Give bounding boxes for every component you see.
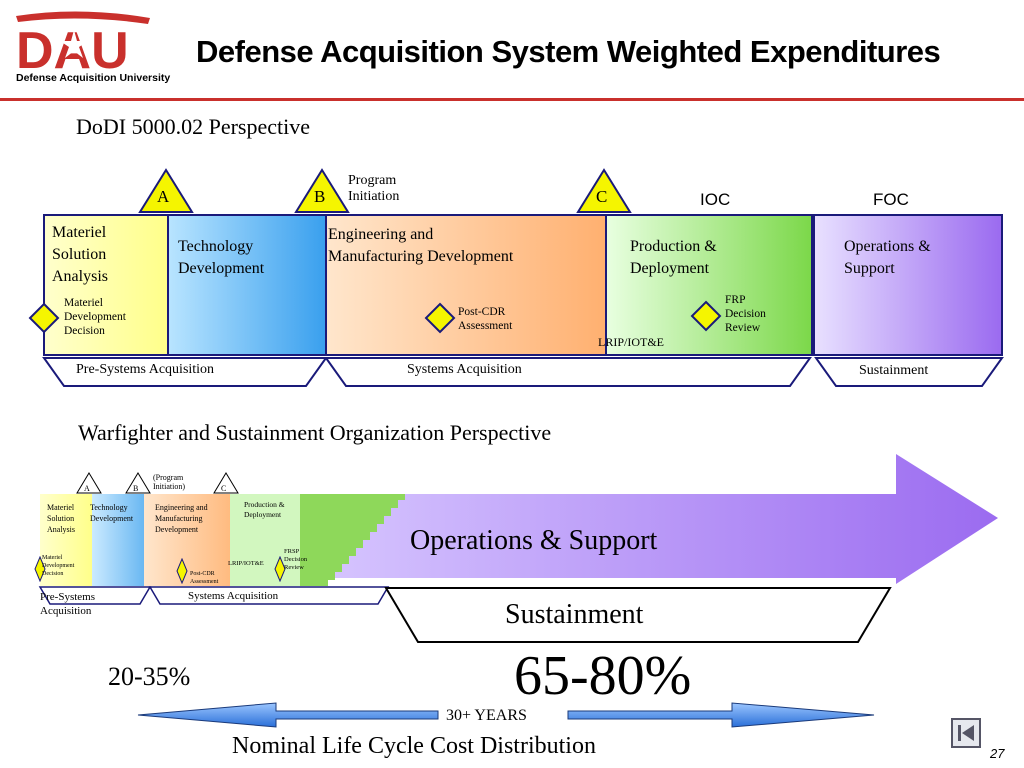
lrip-label: LRIP/IOT&E (598, 335, 664, 349)
milestone-b-triangle (294, 168, 350, 213)
milestone-c-triangle (576, 168, 632, 213)
mini-post-cdr-label: Post-CDR Assessment (190, 571, 219, 585)
sustainment-label: Sustainment (505, 599, 644, 630)
timeline-label: 30+ YEARS (446, 707, 527, 724)
cost-distribution-caption: Nominal Life Cycle Cost Distribution (232, 733, 596, 759)
mini-phase-msa (40, 494, 92, 586)
program-initiation-label: Program Initiation (348, 173, 400, 204)
post-cdr-label: Post-CDR Assessment (458, 306, 513, 332)
sustainment-cost-share: 65-80% (514, 645, 692, 707)
mini-brackets (38, 586, 390, 605)
bracket-systems-label: Systems Acquisition (407, 362, 522, 377)
phase-pd-label: Production & Deployment (630, 238, 717, 277)
mini-milestone-a (76, 472, 102, 494)
milestone-c-label: C (596, 187, 608, 206)
mini-milestone-c (213, 472, 239, 494)
mini-lrip-label: LRIP/IOT&E (228, 560, 264, 567)
mini-frp-diamond (274, 556, 286, 582)
phase-emd (325, 214, 607, 356)
phase-emd-label: Engineering and Manufacturing Developmen… (328, 226, 514, 265)
foc-label: FOC (873, 190, 909, 209)
mini-mdd-diamond (34, 556, 46, 582)
ioc-label: IOC (700, 190, 731, 209)
mini-frp-label: FRSP Decision Review (284, 548, 308, 571)
mini-milestone-b (125, 472, 151, 494)
page-title: Defense Acquisition System Weighted Expe… (196, 34, 941, 69)
phase-os (813, 214, 1003, 356)
phase-pd (605, 214, 813, 356)
mini-pd-label: Production & Deployment (244, 500, 285, 519)
mini-bracket-systems-label: Systems Acquisition (188, 590, 279, 602)
timeline-double-arrow (137, 702, 875, 728)
milestone-b-label: B (314, 187, 326, 206)
mini-phase-td (92, 494, 144, 586)
acquisition-cost-share: 20-35% (108, 662, 191, 691)
phase-msa-label: Materiel Solution Analysis (52, 224, 108, 285)
mini-bracket-pre-label: Pre-Systems Acquisition (40, 591, 95, 617)
mini-post-cdr-diamond (176, 558, 188, 584)
mini-milestone-c-label: C (221, 484, 227, 493)
milestone-a-label: A (157, 187, 170, 206)
frp-diamond (690, 300, 722, 332)
bracket-pre-systems-label: Pre-Systems Acquisition (76, 362, 215, 377)
mini-mdd-label: Materiel Development Decision (42, 555, 75, 577)
phase-os-label: Operations & Support (844, 238, 931, 277)
sustainment-bracket (384, 587, 892, 643)
operations-support-arrow (300, 454, 998, 584)
bottom-diagram-heading: Warfighter and Sustainment Organization … (78, 420, 552, 445)
previous-slide-button[interactable] (951, 718, 981, 748)
mini-msa-label: Materiel Solution Analysis (47, 503, 75, 534)
page-number: 27 (990, 746, 1005, 761)
mini-milestone-a-label: A (84, 484, 90, 493)
milestone-a-triangle (138, 168, 194, 213)
phase-td-label: Technology Development (178, 238, 265, 277)
phase-td (167, 214, 327, 356)
mdd-label: Materiel Development Decision (64, 297, 126, 337)
mini-emd-label: Engineering and Manufacturing Developmen… (155, 503, 208, 534)
post-cdr-diamond (424, 302, 456, 334)
skip-back-icon (958, 725, 974, 741)
bracket-sustainment-label: Sustainment (859, 363, 929, 378)
logo-subtitle: Defense Acquisition University (16, 72, 171, 84)
top-brackets (42, 357, 1004, 387)
dau-logo: DAU Defense Acquisition University (10, 8, 170, 88)
mdd-diamond (28, 302, 60, 334)
frp-label: FRP Decision Review (725, 294, 766, 334)
top-diagram-heading: DoDI 5000.02 Perspective (76, 114, 311, 139)
operations-support-label: Operations & Support (410, 525, 658, 556)
mini-td-label: Technology Development (90, 503, 134, 523)
mini-program-initiation: (Program Initiation) (153, 473, 185, 491)
mini-milestone-b-label: B (133, 484, 139, 493)
header-divider (0, 98, 1024, 101)
